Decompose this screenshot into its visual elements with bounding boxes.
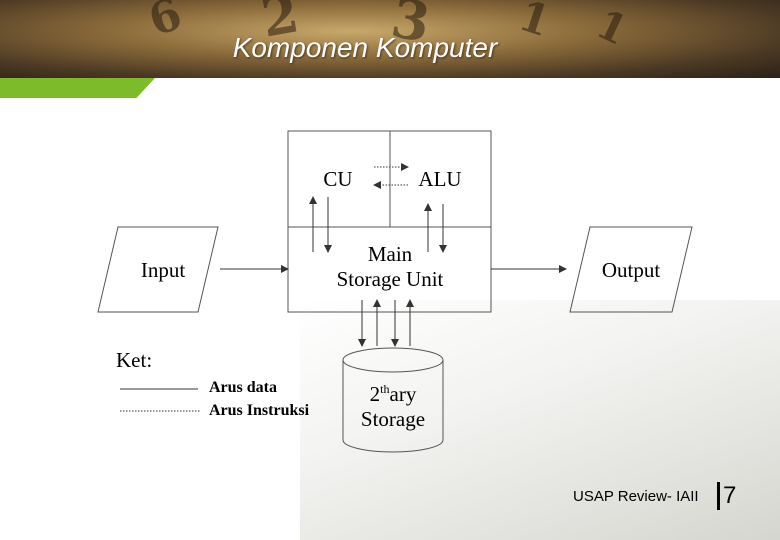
secondary-storage-label: 2thary Storage [343,382,443,432]
secondary-storage-cylinder [342,347,444,453]
secondary-storage-prefix: 2 [369,382,381,406]
slide-title: Komponen Komputer [232,32,498,63]
legend-title: Ket: [116,348,153,372]
legend-instruction-label: Arus Instruksi [209,402,310,419]
main-storage-line2: Storage Unit [336,267,444,292]
main-storage-line1: Main [367,242,413,266]
cu-label: CU [323,167,353,191]
input-label: Input [140,258,186,282]
secondary-storage-line1: 2thary [343,382,443,407]
alu-label: ALU [418,167,462,191]
header-background: 6 2 3 1 1 [0,0,780,78]
secondary-storage-suffix: ary [389,382,417,406]
output-shape [569,226,693,313]
output-label: Output [601,258,661,282]
page-number: 7 [717,482,736,510]
secondary-storage-sup: th [380,382,390,396]
secondary-storage-line2: Storage [360,407,426,432]
legend-data-label: Arus data [209,379,278,396]
footer-text: USAP Review- IAII [573,488,699,505]
accent-bar [0,78,155,98]
pen-background-image [300,300,780,540]
input-shape [97,226,219,313]
main-storage-label: Main Storage Unit [300,242,480,292]
